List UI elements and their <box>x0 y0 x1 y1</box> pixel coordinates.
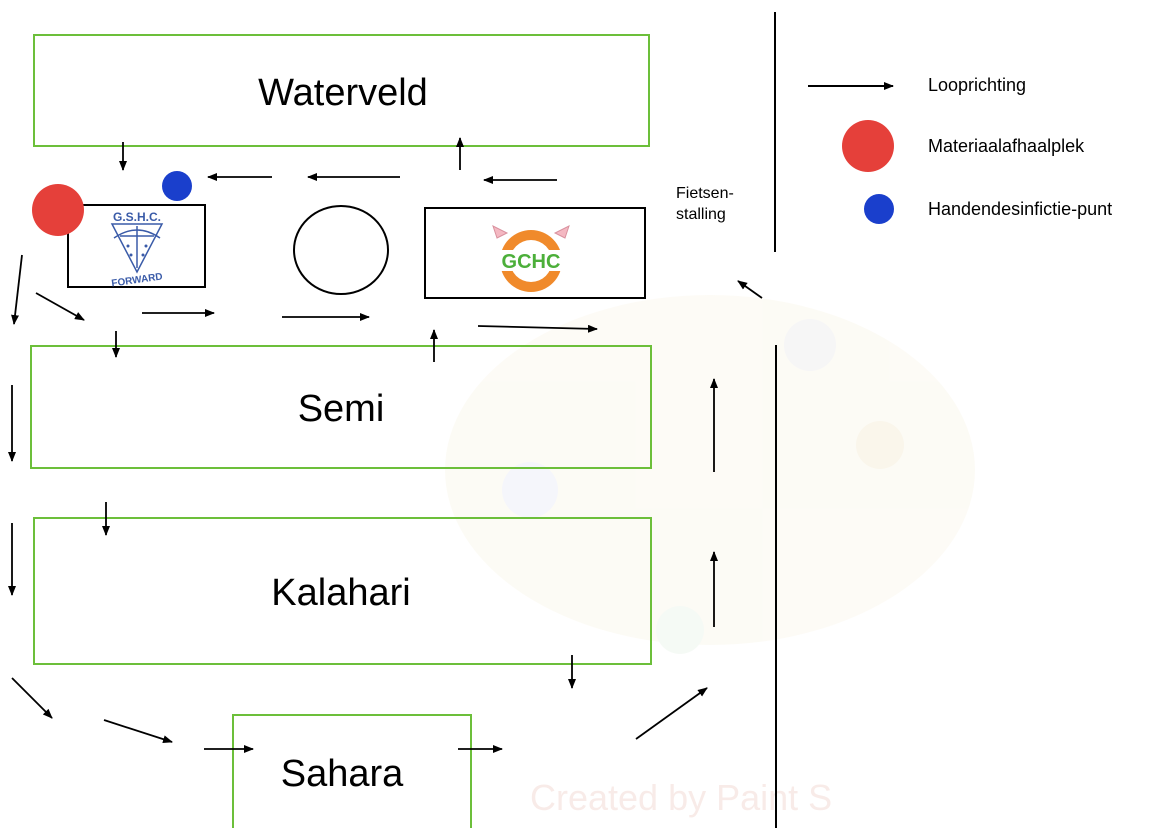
gchc-logo: GCHC <box>492 225 570 292</box>
arrow-24 <box>635 687 708 740</box>
gshc-logo-top-text: G.S.H.C. <box>113 210 161 224</box>
bike-parking-label-line1: Fietsen- <box>676 185 734 202</box>
field-waterveld-outline <box>33 34 650 147</box>
clubhouse-gchc: GCHC <box>424 207 646 299</box>
gchc-ear-right <box>553 225 570 239</box>
walking-arrows <box>8 137 763 753</box>
clubhouse-gshc: G.S.H.C. FORWARD <box>67 204 206 290</box>
arrow-11 <box>477 324 598 333</box>
hand-disinfection-marker <box>162 171 192 201</box>
arrow-21 <box>103 719 173 744</box>
gchc-logo-text: GCHC <box>502 251 561 273</box>
gchc-ear-left <box>492 225 509 239</box>
legend-walking-direction-label: Looprichting <box>928 75 1026 95</box>
legend-material-pickup-icon <box>842 120 894 172</box>
field-waterveld: Waterveld <box>33 34 650 147</box>
material-pickup-marker <box>32 184 84 236</box>
field-kalahari: Kalahari <box>33 517 652 665</box>
field-semi-label: Semi <box>298 388 385 430</box>
arrow-6 <box>11 254 23 325</box>
arrow-7 <box>35 292 85 321</box>
watermark-text: Created by Paint S <box>530 777 832 818</box>
field-semi-outline <box>30 345 652 469</box>
legend: Looprichting Materiaalafhaalplek Handend… <box>808 75 1112 224</box>
field-semi: Semi <box>30 345 652 469</box>
arrow-13 <box>737 280 763 299</box>
legend-material-pickup-label: Materiaalafhaalplek <box>928 136 1085 156</box>
legend-hand-disinfection-icon <box>864 194 894 224</box>
arrow-20 <box>11 677 53 719</box>
bike-parking-label-line2: stalling <box>676 206 726 223</box>
field-sahara-outline <box>232 714 472 828</box>
field-sahara-label: Sahara <box>281 753 404 795</box>
field-sahara: Sahara <box>232 714 472 828</box>
watermark: Created by Paint S <box>445 295 975 818</box>
central-circle <box>293 205 389 295</box>
field-kalahari-outline <box>33 517 652 665</box>
field-kalahari-label: Kalahari <box>271 572 410 614</box>
legend-hand-disinfection-label: Handendesinfictie-punt <box>928 199 1112 219</box>
field-waterveld-label: Waterveld <box>258 72 428 114</box>
